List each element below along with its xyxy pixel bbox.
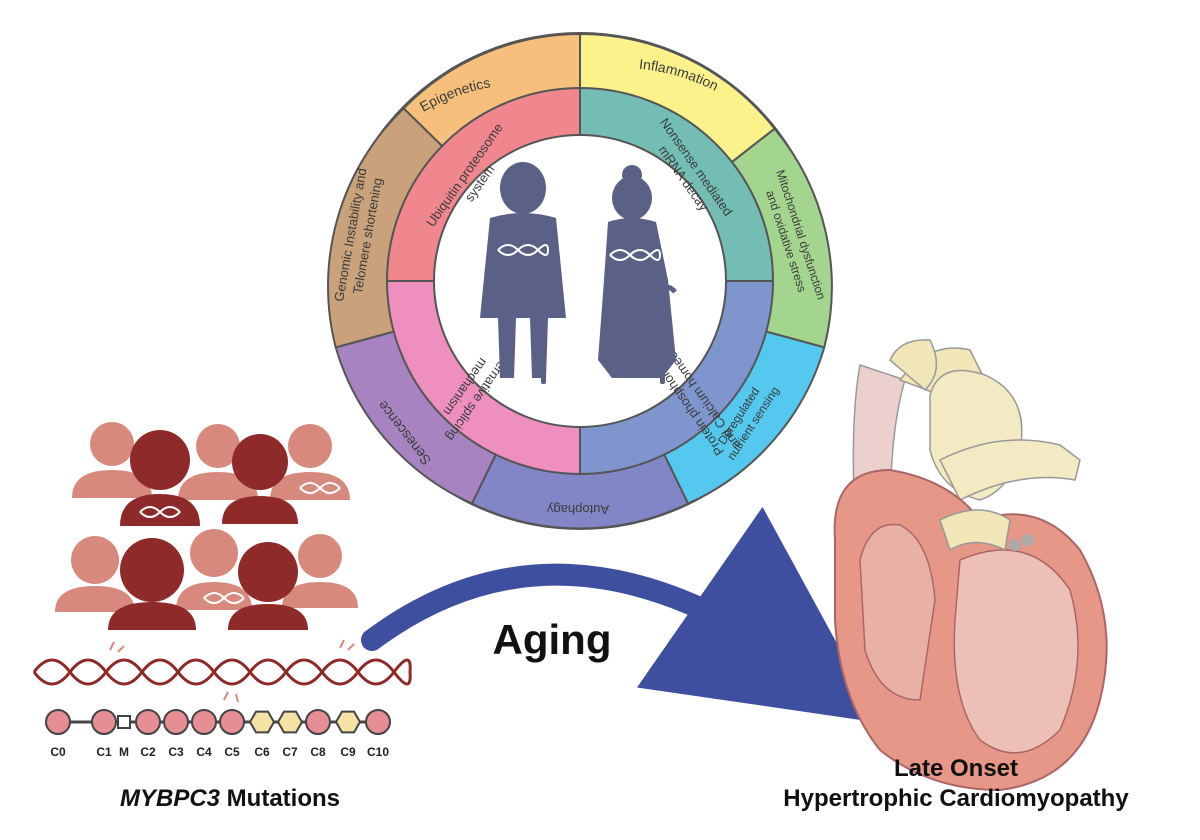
aging-arrow xyxy=(361,506,881,723)
domain-label-c3: C3 xyxy=(168,745,184,759)
domain-c0 xyxy=(45,709,71,735)
person-light xyxy=(72,422,152,498)
domain-label-c2: C2 xyxy=(140,745,156,759)
domain-label-c8: C8 xyxy=(310,745,326,759)
elderly-woman-figure xyxy=(598,165,677,384)
person-dark xyxy=(120,430,200,526)
right-caption-line1: Late Onset xyxy=(894,755,1018,782)
right-caption-line2: Hypertrophic Cardiomyopathy xyxy=(783,785,1129,812)
domain-c4 xyxy=(191,709,217,735)
domain-label-c0: C0 xyxy=(50,745,66,759)
aging-hallmarks-wheel: Epigenetics Inflammation Mitochondrial d… xyxy=(327,32,833,530)
person-dark xyxy=(222,434,298,524)
elderly-couple-illustration xyxy=(480,162,677,384)
domain-label-c4: C4 xyxy=(196,745,212,759)
left-caption: MYBPC3 Mutations xyxy=(120,785,340,812)
domain-m xyxy=(117,715,131,729)
outer-label-autophagy: Autophagy xyxy=(546,502,609,517)
domain-c7 xyxy=(276,710,304,734)
mutation-carrier-group xyxy=(55,422,358,630)
domain-c10 xyxy=(365,709,391,735)
dna-strand xyxy=(32,658,412,686)
domain-label-c10: C10 xyxy=(367,745,389,759)
domain-c9 xyxy=(334,710,362,734)
domain-c1 xyxy=(91,709,117,735)
domain-c8 xyxy=(305,709,331,735)
domain-c6 xyxy=(248,710,276,734)
mutation-spark-icon xyxy=(109,639,355,703)
domain-label-m: M xyxy=(119,745,129,759)
domain-c3 xyxy=(163,709,189,735)
domain-label-c1: C1 xyxy=(96,745,112,759)
domain-label-c9: C9 xyxy=(340,745,356,759)
mybpc3-domain-chain: C0 C1 M C2 C3 C4 C5 C6 C7 C8 C9 C10 xyxy=(45,709,391,759)
dna-icon xyxy=(139,482,341,604)
domain-label-c5: C5 xyxy=(224,745,240,759)
domain-c5 xyxy=(219,709,245,735)
heart-illustration xyxy=(833,339,1108,792)
domain-label-c7: C7 xyxy=(282,745,298,759)
person-dark xyxy=(228,542,308,630)
person-light xyxy=(282,534,358,608)
domain-label-c6: C6 xyxy=(254,745,270,759)
dna-icon xyxy=(497,244,661,261)
person-light xyxy=(55,536,135,612)
domain-c2 xyxy=(135,709,161,735)
aging-label: Aging xyxy=(493,616,612,663)
person-dark xyxy=(108,538,196,630)
